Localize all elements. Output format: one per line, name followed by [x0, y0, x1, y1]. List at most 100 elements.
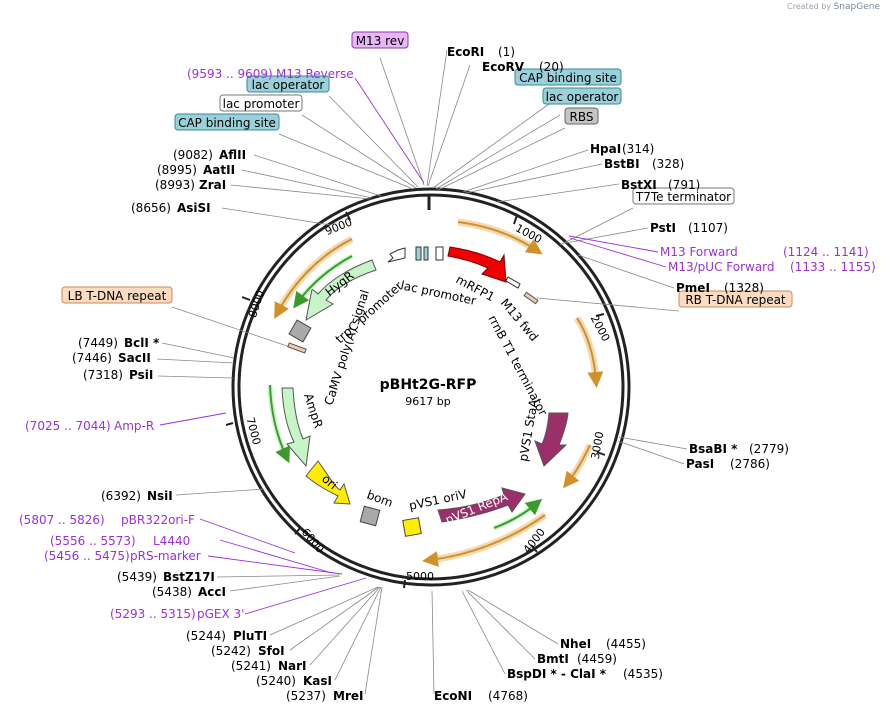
enzyme-site[interactable]: BsaBI *(2779) — [689, 442, 789, 456]
enzyme-leader-line — [253, 154, 382, 197]
pVS1-StaA-feature[interactable] — [534, 412, 569, 467]
tick-mark — [294, 527, 301, 535]
enzyme-site[interactable]: BstZ17I(5439) — [117, 570, 215, 584]
primer-range: (5807 .. 5826) — [19, 513, 105, 527]
pVS1-RepA-feature[interactable] — [437, 487, 526, 523]
enzyme-site[interactable]: BstBI(328) — [604, 157, 684, 171]
enzyme-site[interactable]: KasI(5240) — [256, 674, 332, 688]
enzyme-name: BsaBI * — [689, 442, 738, 456]
enzyme-site[interactable]: NheI(4455) — [560, 637, 646, 651]
plasmid-length: 9617 bp — [405, 395, 450, 408]
bom-feature[interactable] — [359, 505, 381, 527]
primer-site[interactable]: (5456 .. 5475)pRS-marker — [44, 549, 201, 563]
enzyme-site[interactable]: AatII(8995) — [157, 163, 235, 177]
box-leader-line — [559, 207, 634, 246]
orange-arc-lower-right-line — [563, 444, 591, 489]
feature-box[interactable]: RB T-DNA repeat — [678, 290, 793, 308]
ori-feature[interactable] — [305, 460, 351, 505]
enzyme-site[interactable]: BclI *(7449) — [78, 336, 160, 350]
primer-name: M13 Forward — [660, 245, 738, 259]
enzyme-position: (5242) — [211, 644, 251, 658]
enzyme-name: PsiI — [129, 368, 153, 382]
primer-leader-line — [207, 555, 343, 575]
feature-box-text: lac operator — [252, 78, 325, 92]
primer-leader-line — [244, 577, 367, 615]
enzyme-position: (4459) — [577, 652, 617, 666]
feature-box[interactable]: lac promoter — [219, 94, 303, 112]
enzyme-site[interactable]: PstI(1107) — [650, 221, 728, 235]
enzyme-site[interactable]: NsiI(6392) — [101, 489, 173, 503]
AmpR-feature[interactable] — [281, 387, 311, 468]
enzyme-name: PstI — [650, 221, 676, 235]
feature-box[interactable]: lac operator — [246, 75, 330, 93]
primer-name: M13/pUC Forward — [668, 260, 775, 274]
enzyme-name: AsiSI — [177, 201, 211, 215]
feature-box[interactable]: CAP binding site — [174, 113, 280, 131]
enzyme-site[interactable]: AccI(5438) — [152, 585, 226, 599]
feature-box[interactable]: lac operator — [542, 87, 622, 105]
enzyme-site[interactable]: PasI(2786) — [686, 457, 770, 471]
feature-box[interactable]: CAP binding site — [514, 68, 622, 86]
feature-box[interactable]: T7Te terminator — [632, 187, 735, 205]
enzyme-site[interactable]: SacII(7446) — [72, 351, 151, 365]
enzyme-site[interactable]: NarI(5241) — [231, 659, 307, 673]
enzyme-position: (314) — [622, 142, 654, 156]
branding-created-by: Created by — [787, 2, 832, 11]
pVS1-oriV-feature[interactable] — [402, 517, 422, 537]
tick-label: 5000 — [406, 570, 434, 583]
enzyme-site[interactable]: AflII(9082) — [173, 148, 246, 162]
backbone-inner — [237, 193, 625, 581]
enzyme-site[interactable]: BstXI(791) — [621, 178, 700, 192]
primer-name: M13 Reverse — [276, 67, 354, 81]
enzyme-position: (5244) — [186, 629, 226, 643]
enzyme-leader-line — [426, 49, 448, 187]
pvs1-staa-label: pVS1 StaA — [516, 397, 541, 462]
enzyme-site[interactable]: EcoRI(1) — [447, 45, 515, 59]
primer-labels: (9593 .. 9609)M13 Reverse (1124 .. 1141)M… — [19, 67, 876, 621]
primer-range: (5556 .. 5573) — [50, 534, 136, 548]
feature-box-bg — [514, 68, 622, 86]
tick-mark — [345, 211, 351, 221]
enzyme-name: EcoNI — [434, 689, 472, 703]
primer-leader-line — [219, 539, 333, 574]
enzyme-position: (791) — [668, 178, 700, 192]
primer-site[interactable]: (7025 .. 7044)Amp-R — [25, 419, 154, 433]
snapgene-branding: Created by SnapGene — [787, 2, 880, 12]
enzyme-site[interactable]: HpaI(314) — [590, 142, 654, 156]
HygR-feature[interactable] — [305, 259, 377, 321]
enzyme-name: BclI * — [124, 336, 160, 350]
enzyme-site[interactable]: BmtI (4459) — [537, 652, 617, 666]
primer-name: pGEX 3' — [197, 607, 244, 621]
primer-site[interactable]: (1124 .. 1141)M13 Forward — [660, 245, 869, 259]
enzyme-leader-line — [230, 184, 371, 200]
feature-box-text: RB T-DNA repeat — [685, 293, 786, 307]
feature-box[interactable]: LB T-DNA repeat — [61, 286, 173, 304]
primer-site[interactable]: (9593 .. 9609)M13 Reverse — [187, 67, 354, 81]
primer-site[interactable]: (1133 .. 1155)M13/pUC Forward — [668, 260, 876, 274]
enzyme-site[interactable]: AsiSI(8656) — [131, 201, 211, 215]
camv-polyA-feature[interactable] — [288, 319, 312, 343]
enzyme-site[interactable]: BspDI * - ClaI *(4535) — [507, 667, 663, 681]
feature-box[interactable]: M13 rev — [351, 31, 409, 49]
feature-box-text: lac promoter — [223, 97, 300, 111]
primer-site[interactable]: (5807 .. 5826)pBR322ori-F — [19, 513, 195, 527]
enzyme-leader-line — [465, 589, 536, 660]
enzyme-site[interactable]: EcoNI(4768) — [434, 689, 528, 703]
green-arc-upper-left-line — [293, 255, 353, 309]
enzyme-site[interactable]: PmeI(1328) — [676, 281, 764, 295]
enzyme-name: NarI — [278, 659, 307, 673]
primer-site[interactable]: (5293 .. 5315)pGEX 3' — [110, 607, 244, 621]
enzyme-name: BmtI — [537, 652, 569, 666]
enzyme-leader-line — [617, 440, 685, 465]
enzyme-site[interactable]: MreI(5237) — [286, 689, 363, 703]
feature-box[interactable]: RBS — [564, 107, 599, 125]
enzyme-site[interactable]: PsiI(7318) — [83, 368, 153, 382]
mRFP1-feature[interactable] — [447, 246, 507, 283]
primer-name: pRS-marker — [130, 549, 201, 563]
enzyme-site[interactable]: PluTI(5244) — [186, 629, 267, 643]
primer-site[interactable]: (5556 .. 5573)L4440 — [50, 534, 190, 548]
feature-box-bg — [61, 286, 173, 304]
enzyme-site[interactable]: SfoI(5242) — [211, 644, 285, 658]
enzyme-site[interactable]: EcoRV(20) — [482, 60, 564, 74]
enzyme-site[interactable]: ZraI(8993) — [155, 178, 226, 192]
